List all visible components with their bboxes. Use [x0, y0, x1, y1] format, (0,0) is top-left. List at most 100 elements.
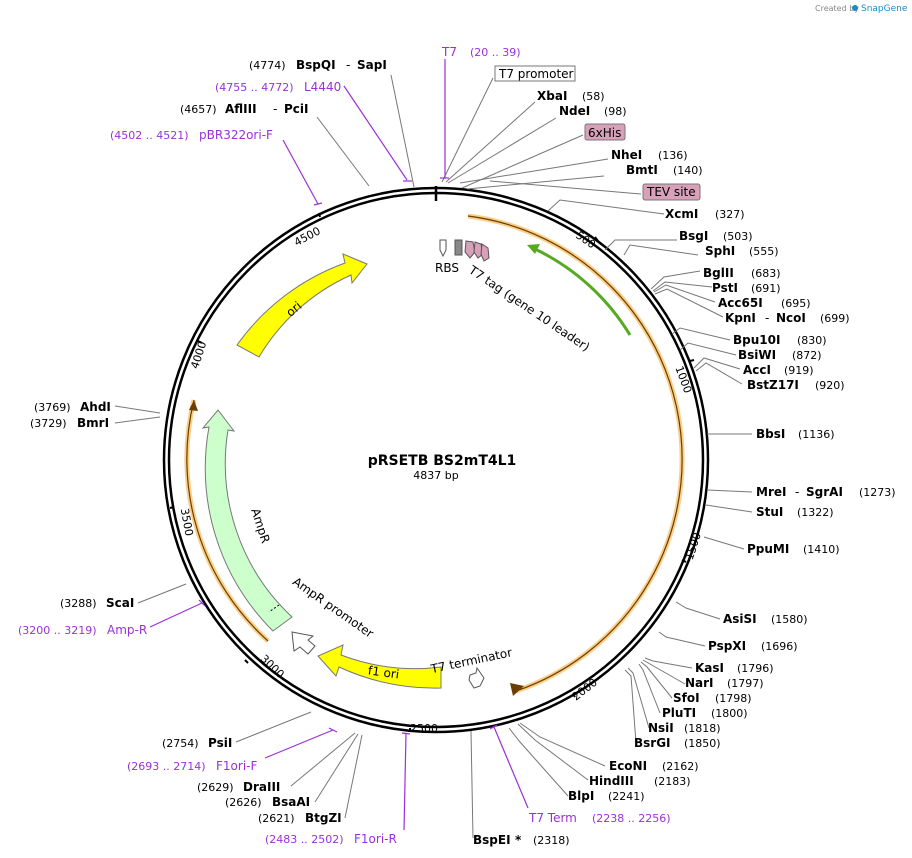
- primer-t7-name: T7: [441, 45, 457, 59]
- site-xbai-name: XbaI: [537, 89, 567, 103]
- feature-rbs-label: RBS: [435, 261, 459, 275]
- plasmid-name: pRSETB BS2mT4L1: [368, 453, 517, 469]
- site-mrei-sep: -: [795, 485, 799, 499]
- site-bsrgi-name: BsrGI: [634, 736, 671, 750]
- t7-promoter-label: T7 promoter: [498, 67, 574, 81]
- site-bspei-star: *: [515, 833, 522, 847]
- feature-ampr-promoter: AmpR promoter: [290, 574, 376, 655]
- site-mrei-name: MreI: [756, 485, 786, 499]
- site-bmri-name: BmrI: [77, 416, 109, 430]
- site-blpi-name: BlpI: [568, 789, 594, 803]
- site-acc65i-name: Acc65I: [718, 296, 763, 310]
- site-bpu10i-pos: (830): [797, 334, 827, 347]
- site-sphi-pos: (555): [749, 245, 779, 258]
- site-draiii-name: DraIII: [243, 780, 280, 794]
- site-sgrai-name: SgrAI: [806, 485, 843, 499]
- site-xcmi-name: XcmI: [665, 207, 698, 221]
- snapgene-logo-icon: [852, 5, 858, 11]
- site-asisi-pos: (1580): [771, 613, 808, 626]
- tick-4000: 4000: [188, 340, 209, 371]
- site-bspei-pos: (2318): [533, 834, 570, 847]
- site-bsaai-name: BsaAI: [272, 795, 310, 809]
- primer-lines: [149, 59, 529, 831]
- primer-f1orif-name: F1ori-F: [216, 759, 257, 773]
- feature-ampr-promoter-label: AmpR promoter: [290, 574, 376, 640]
- site-ppumi-pos: (1410): [803, 543, 840, 556]
- site-bsiwi-pos: (872): [792, 349, 822, 362]
- primer-f1orir-pos: (2483 .. 2502): [265, 833, 344, 846]
- site-bmti-pos: (140): [673, 164, 703, 177]
- site-hindiii-name: HindIII: [589, 774, 634, 788]
- site-bsiwi-name: BsiWI: [738, 348, 776, 362]
- site-pspxi-name: PspXI: [708, 639, 746, 653]
- site-btgzi-pos: (2621): [258, 812, 295, 825]
- his-tag-box: [584, 123, 626, 141]
- plasmid-length: 4837 bp: [413, 469, 458, 482]
- site-ppumi-name: PpuMI: [747, 542, 789, 556]
- site-ahdi-pos: (3769): [34, 401, 71, 414]
- site-kasi-pos: (1796): [737, 662, 774, 675]
- site-acci-pos: (919): [784, 364, 814, 377]
- site-acci-name: AccI: [743, 363, 771, 377]
- site-xbai-pos: (58): [582, 90, 605, 103]
- site-asisi-name: AsiSI: [723, 612, 757, 626]
- site-ncoi-name: NcoI: [776, 311, 806, 325]
- site-btgzi-name: BtgZI: [305, 811, 342, 825]
- site-bspei-name: BspEI: [473, 833, 511, 847]
- credit-brand: SnapGene: [861, 4, 908, 14]
- site-psti-pos: (691): [751, 282, 781, 295]
- primer-t7term-name: T7 Term: [528, 811, 577, 825]
- site-nari-pos: (1797): [727, 677, 764, 690]
- site-bmri-pos: (3729): [30, 417, 67, 430]
- site-bspqi-name: BspQI: [296, 58, 336, 72]
- primer-t7-pos: (20 .. 39): [470, 46, 521, 59]
- site-bsrgi-pos: (1850): [684, 737, 721, 750]
- site-stui-pos: (1322): [797, 506, 834, 519]
- primer-ampr-pos: (3200 .. 3219): [18, 624, 97, 637]
- tev-site-label: TEV site: [646, 185, 696, 199]
- site-kpni-pos: (699): [820, 312, 850, 325]
- feature-t7-tag-label: T7 tag (gene 10 leader): [465, 262, 592, 354]
- site-bpu10i-name: Bpu10I: [733, 333, 780, 347]
- site-nhei-pos: (136): [658, 149, 688, 162]
- feature-rbs: RBS: [435, 239, 459, 275]
- site-afliii-name: AflIII: [225, 102, 257, 116]
- site-bsgi-pos: (503): [723, 230, 753, 243]
- feature-f1-ori: f1 ori: [317, 644, 442, 689]
- site-draiii-pos: (2629): [197, 781, 234, 794]
- tick-2500: 2500: [410, 722, 438, 735]
- feature-ori: ori: [236, 253, 368, 358]
- site-sphi-name: SphI: [705, 244, 735, 258]
- site-nari-name: NarI: [685, 676, 714, 690]
- his-tag-label: 6xHis: [588, 126, 621, 140]
- t7-tag-arrow: [527, 244, 632, 336]
- primer-l4440-name: L4440: [304, 80, 341, 94]
- site-pspxi-pos: (1696): [761, 640, 798, 653]
- primer-f1orif-pos: (2693 .. 2714): [127, 760, 206, 773]
- site-psii-pos: (2754): [162, 737, 199, 750]
- site-stui-name: StuI: [756, 505, 783, 519]
- primer-f1orir-name: F1ori-R: [354, 832, 397, 846]
- site-ndei-name: NdeI: [559, 104, 590, 118]
- site-nhei-name: NheI: [611, 148, 642, 162]
- site-acc65i-pos: (695): [781, 297, 811, 310]
- site-kasi-name: KasI: [695, 661, 724, 675]
- site-sapi-name: SapI: [357, 58, 387, 72]
- site-ndei-pos: (98): [604, 105, 627, 118]
- site-afliii-sep: -: [273, 102, 277, 116]
- site-econi-pos: (2162): [662, 760, 699, 773]
- site-hindiii-pos: (2183): [654, 775, 691, 788]
- site-bspqi-sep: -: [346, 58, 350, 72]
- feature-ampr: AmpR: [201, 409, 293, 632]
- site-bmti-name: BmtI: [626, 163, 658, 177]
- primer-t7term-pos: (2238 .. 2256): [592, 812, 671, 825]
- site-kpni-name: KpnI: [725, 311, 756, 325]
- credit-prefix: Created by: [815, 4, 859, 13]
- site-bsaai-pos: (2626): [225, 796, 262, 809]
- site-sfoi-name: SfoI: [673, 691, 700, 705]
- site-xcmi-pos: (327): [715, 208, 745, 221]
- tick-1500: 1500: [683, 531, 704, 562]
- feature-f1-ori-label: f1 ori: [367, 663, 400, 681]
- site-psii-name: PsiI: [208, 736, 232, 750]
